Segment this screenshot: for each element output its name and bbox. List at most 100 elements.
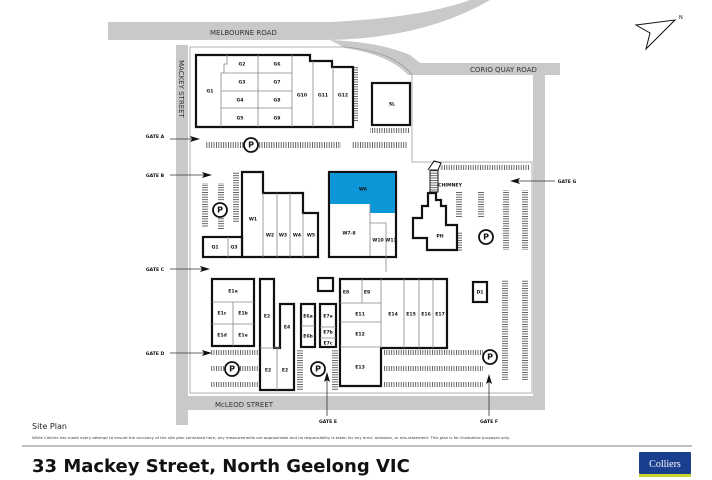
- unit-w3[interactable]: W3: [279, 233, 287, 239]
- unit-e8[interactable]: E8: [343, 290, 349, 296]
- mcleod-street-label: McLEOD STREET: [215, 401, 274, 409]
- parking-icon: P: [224, 361, 240, 377]
- unit-w11[interactable]: W11: [385, 238, 396, 244]
- unit-g2[interactable]: G2: [239, 62, 246, 68]
- unit-e13[interactable]: E13: [355, 365, 365, 371]
- small-structure: [316, 276, 335, 293]
- unit-g6[interactable]: G6: [274, 62, 281, 68]
- unit-g7[interactable]: G7: [274, 80, 281, 86]
- unit-g3[interactable]: G3: [239, 80, 246, 86]
- unit-w78[interactable]: W7-8: [342, 231, 355, 237]
- page-title: 33 Mackey Street, North Geelong VIC: [32, 456, 410, 477]
- unit-w10[interactable]: W10: [372, 238, 383, 244]
- parking-icon: P: [212, 202, 228, 218]
- unit-e12[interactable]: E12: [355, 332, 365, 338]
- unit-e1d[interactable]: E1d: [217, 333, 227, 339]
- unit-e7a[interactable]: E7a: [323, 314, 332, 320]
- unit-e15[interactable]: E15: [406, 312, 416, 318]
- melbourne-road-label: MELBOURNE ROAD: [210, 29, 277, 37]
- building-d1: [471, 280, 489, 304]
- roads: MELBOURNE ROAD CORIO QUAY ROAD McLEOD ST…: [108, 0, 560, 425]
- road-curve: [330, 40, 560, 75]
- unit-d1[interactable]: D1: [476, 290, 483, 296]
- arrow-right-icon: [202, 350, 212, 356]
- parking-bays: [202, 66, 530, 390]
- mackey-street: [176, 45, 188, 425]
- parking-icon: P: [482, 349, 498, 365]
- unit-g5[interactable]: G5: [237, 116, 244, 122]
- building-w: W1 W2 W3 W4 W5 Q1 Q3: [201, 170, 320, 259]
- unit-e6a[interactable]: E6a: [303, 314, 312, 320]
- unit-e7c[interactable]: E7c: [323, 341, 332, 347]
- unit-w2[interactable]: W2: [266, 233, 274, 239]
- svg-text:P: P: [487, 353, 493, 362]
- building-e-main: E8 E9 E11 E12 E13 E14 E15 E16 E17: [338, 277, 449, 388]
- unit-e2[interactable]: E2: [265, 368, 271, 374]
- svg-text:P: P: [483, 233, 489, 242]
- corio-quay-road-label: CORIO QUAY ROAD: [470, 66, 537, 74]
- parking-icon: P: [243, 137, 259, 153]
- unit-g4[interactable]: G4: [237, 98, 244, 104]
- north-arrow-icon: N: [634, 15, 683, 51]
- unit-ph[interactable]: PH: [436, 234, 443, 240]
- arrow-left-icon: [510, 178, 520, 184]
- unit-e2[interactable]: E2: [282, 368, 288, 374]
- unit-g9[interactable]: G9: [274, 116, 281, 122]
- gates: GATE A GATE B GATE C GATE D GATE E GATE …: [146, 134, 577, 425]
- unit-g1[interactable]: G1: [207, 89, 214, 95]
- unit-g12[interactable]: G12: [338, 93, 348, 99]
- chimney-label: CHIMNEY: [438, 183, 462, 189]
- unit-e14[interactable]: E14: [388, 312, 398, 318]
- unit-e17[interactable]: E17: [435, 312, 445, 318]
- unit-e4[interactable]: E4: [284, 325, 290, 331]
- unit-g11[interactable]: G11: [318, 93, 328, 99]
- mackey-street-label: MACKEY STREET: [177, 60, 185, 119]
- building-e1: E1a E1c E1b E1d E1e: [210, 277, 256, 348]
- unit-e7b[interactable]: E7b: [323, 330, 333, 336]
- unit-g10[interactable]: G10: [297, 93, 307, 99]
- parking-icon: P: [478, 229, 494, 245]
- building-g: G1 G2 G3 G4 G5 G6 G7 G8 G9 G10 G11 G12: [194, 53, 355, 129]
- building-w6: W6 W7-8 W10 W11: [327, 170, 398, 272]
- arrow-up-icon: [324, 372, 330, 382]
- svg-text:Colliers: Colliers: [649, 459, 681, 470]
- gate-c-label: GATE C: [146, 267, 165, 273]
- gate-f-label: GATE F: [480, 419, 498, 425]
- gate-e-label: GATE E: [319, 419, 337, 425]
- unit-sl[interactable]: SL: [389, 102, 395, 108]
- svg-text:P: P: [229, 365, 235, 374]
- unit-e16[interactable]: E16: [421, 312, 431, 318]
- gate-b-label: GATE B: [146, 173, 165, 179]
- north-label: N: [679, 15, 683, 21]
- arrow-right-icon: [200, 266, 210, 272]
- disclaimer: While Colliers has made every attempt to…: [32, 435, 510, 440]
- unit-e6b[interactable]: E6b: [303, 334, 313, 340]
- unit-q3[interactable]: Q3: [230, 245, 237, 251]
- unit-e9[interactable]: E9: [364, 290, 370, 296]
- unit-w4[interactable]: W4: [293, 233, 301, 239]
- highlighted-unit-w6[interactable]: [330, 173, 395, 213]
- building-e2-e4: E2 E4 E2 E2: [258, 277, 296, 392]
- arrow-right-icon: [190, 136, 200, 142]
- site-boundary: [189, 46, 533, 394]
- svg-text:P: P: [217, 206, 223, 215]
- unit-e1a[interactable]: E1a: [228, 289, 237, 295]
- unit-e1e[interactable]: E1e: [238, 333, 247, 339]
- parking-icon: P: [310, 361, 326, 377]
- unit-e1b[interactable]: E1b: [238, 311, 248, 317]
- mcleod-street: [176, 396, 545, 410]
- svg-text:P: P: [315, 365, 321, 374]
- unit-e2[interactable]: E2: [264, 314, 270, 320]
- unit-w6[interactable]: W6: [359, 187, 367, 193]
- unit-g8[interactable]: G8: [274, 98, 281, 104]
- caption: Site Plan: [32, 422, 67, 431]
- gate-d-label: GATE D: [146, 351, 165, 357]
- gate-g-label: GATE G: [558, 179, 577, 185]
- arrow-right-icon: [202, 172, 212, 178]
- unit-q1[interactable]: Q1: [211, 245, 218, 251]
- unit-w1[interactable]: W1: [249, 217, 257, 223]
- building-e6: E6a E6b: [299, 302, 317, 349]
- unit-e11[interactable]: E11: [355, 312, 365, 318]
- unit-w5[interactable]: W5: [307, 233, 315, 239]
- unit-e1c[interactable]: E1c: [217, 311, 226, 317]
